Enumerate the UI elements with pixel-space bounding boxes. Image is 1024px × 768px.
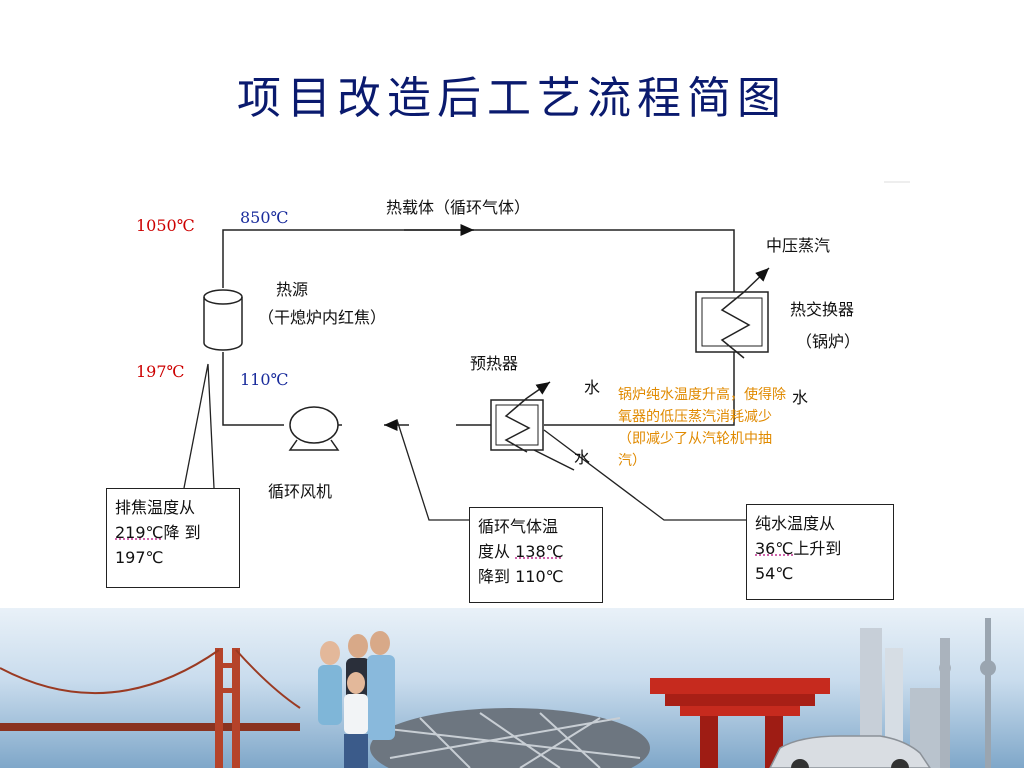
coke-temp-callout: 排焦温度从 219℃降 到 197℃ [106,488,240,588]
coke-callout-verb: 降 到 [163,523,201,542]
heat-source-cylinder-icon [203,289,243,351]
bridge-icon [0,648,301,768]
water-callout-verb: 上升到 [793,539,842,558]
carrier-label: 热载体（循环气体） [386,198,531,217]
circulation-fan-label: 循环风机 [268,482,333,501]
heat-exchanger-sublabel: （锅炉） [796,332,861,351]
temp-197: 197℃ [136,362,185,381]
water-callout-leader [543,429,746,521]
heat-source-label: 热源 [276,280,309,299]
water-callout-line1: 纯水温度从 [755,514,836,533]
coke-callout-from: 219℃ [115,523,164,542]
water-temp-callout: 纯水温度从 36℃上升到 54℃ [746,504,894,600]
temp-850: 850℃ [240,208,289,227]
flow-lines [183,181,910,521]
gas-callout-line1: 循环气体温 [478,517,559,536]
coke-callout-line1: 排焦温度从 [115,498,196,517]
coke-callout-leader [183,363,215,489]
coke-callout-to: 197℃ [115,548,164,567]
stadium-icon [370,708,650,768]
water-label-2: 水 [574,448,591,467]
temp-1050: 1050℃ [136,216,195,235]
heat-source-sublabel: （干熄炉内红焦） [258,308,387,327]
car-icon [769,735,931,768]
pavilion-icon [650,678,830,768]
gas-callout-from: 138℃ [515,542,564,561]
gas-temp-callout: 循环气体温 度从 138℃ 降到 110℃ [469,507,603,603]
loop-top-line [222,229,735,292]
heat-exchanger-icon [695,267,770,359]
heat-exchanger-label: 热交换器 [790,300,855,319]
decorative-skyline-banner [0,608,1024,768]
process-flow-diagram: 1050℃ 850℃ 197℃ 110℃ 热载体（循环气体） 热源 （干熄炉内红… [104,180,916,610]
gas-callout-to: 降到 110℃ [478,567,564,586]
preheater-label: 预热器 [470,354,519,373]
slide-title: 项目改造后工艺流程简图 [237,73,787,124]
temp-110: 110℃ [240,370,289,389]
gas-callout-leader [396,419,469,521]
water-label-1: 水 [584,378,601,397]
deaerator-note: 锅炉纯水温度升高，使得除氧器的低压蒸汽消耗减少（即减少了从汽轮机中抽汽） [618,387,786,469]
preheater-icon [490,381,575,471]
gas-callout-prefix: 度从 [478,542,511,561]
family-photo-icon [318,631,395,768]
water-label-3: 水 [792,388,809,407]
mid-pressure-steam-label: 中压蒸汽 [766,236,831,255]
loop-bottom-line [544,352,735,426]
water-callout-from: 36℃ [755,539,794,558]
water-callout-to: 54℃ [755,564,794,583]
circulation-fan-icon [288,406,342,451]
skyline-illustration [0,618,996,768]
